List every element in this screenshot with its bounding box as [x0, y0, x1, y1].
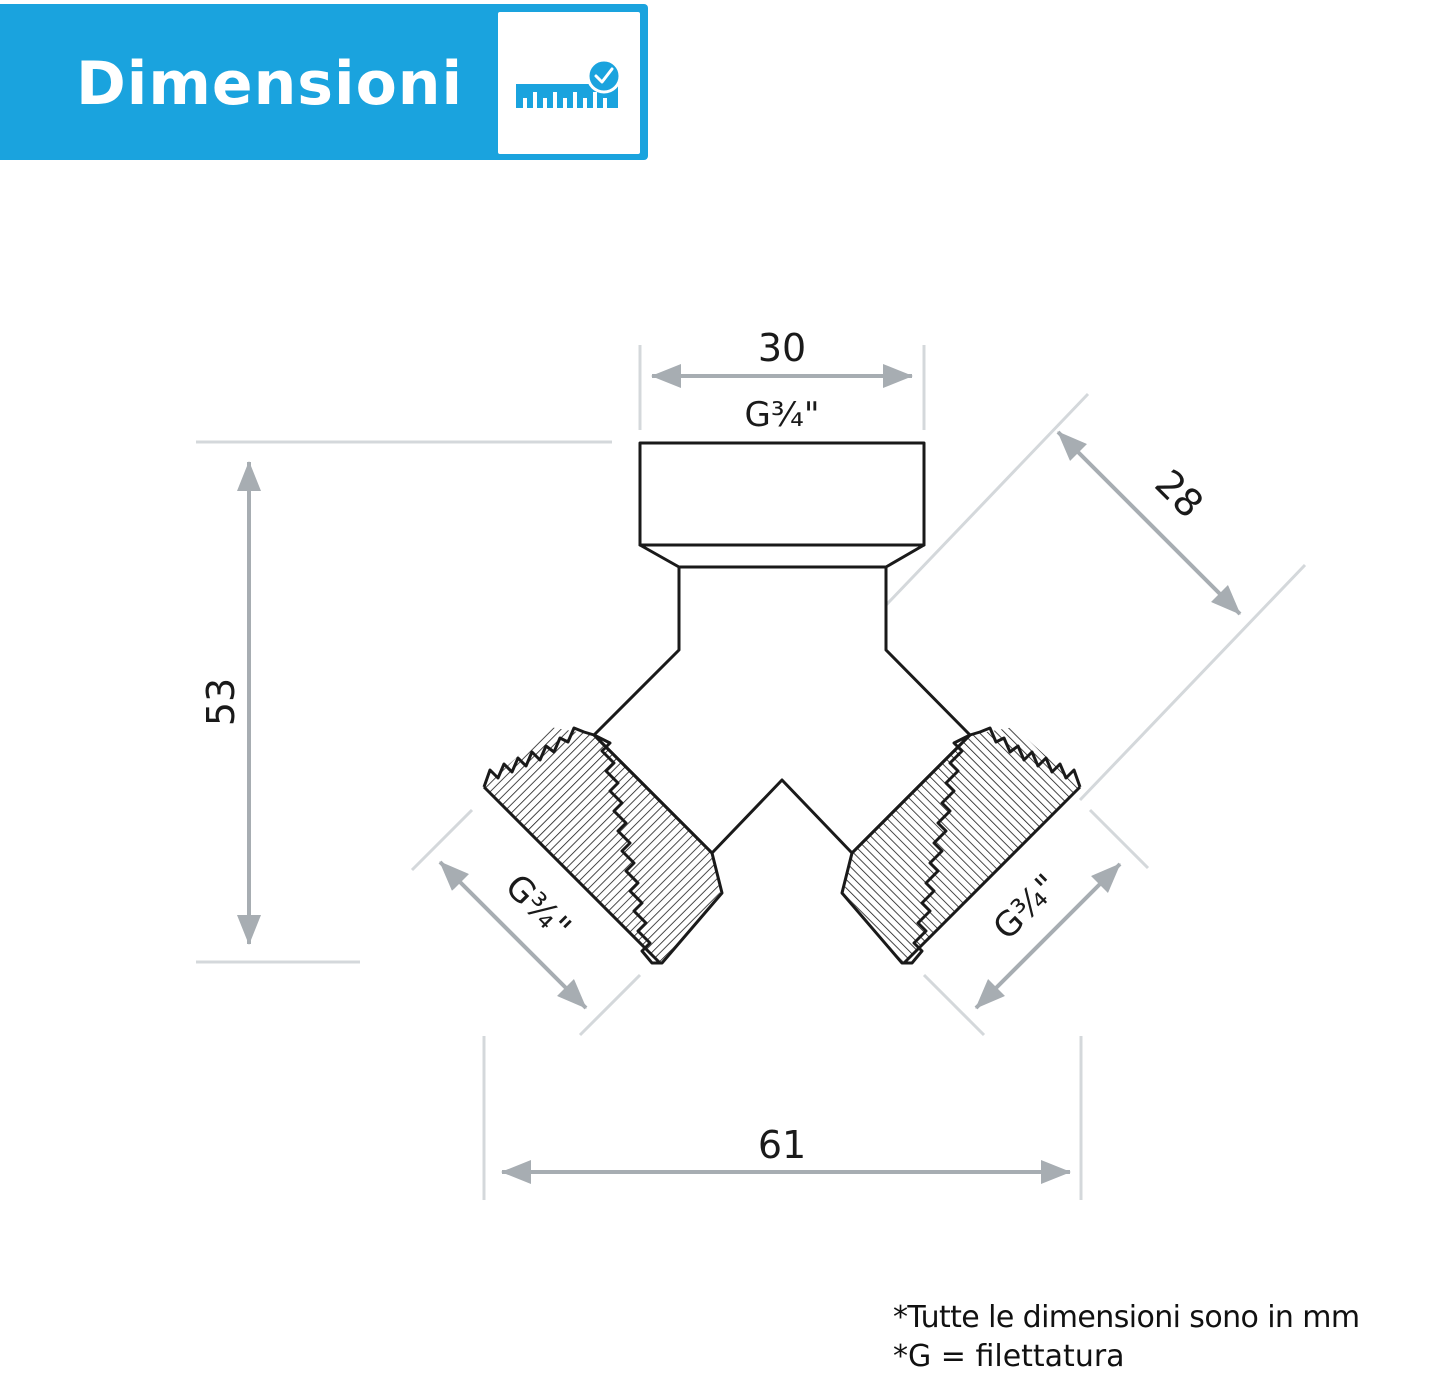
left-threaded-outlet — [482, 726, 724, 965]
fitting-body — [592, 565, 972, 855]
note-thread: *G = filettatura — [893, 1339, 1125, 1374]
dim-line-outlet — [1056, 430, 1242, 616]
page-title: Dimensioni — [76, 49, 464, 119]
dim-label-left-thread: G¾" — [497, 867, 578, 948]
dim-line-left-thread — [438, 860, 588, 1010]
note-units: *Tutte le dimensioni sono in mm — [893, 1300, 1360, 1335]
dim-label-right-thread: G¾" — [986, 867, 1067, 948]
dim-label-top-thread: G¾" — [745, 395, 820, 435]
dim-label-total-width: 61 — [758, 1123, 806, 1167]
top-nut-chamfer — [638, 543, 926, 569]
dim-line-right-thread — [974, 862, 1122, 1010]
top-nut — [638, 441, 926, 547]
dim-label-outlet-length: 28 — [1147, 461, 1212, 526]
extension-lines — [196, 345, 1307, 1200]
header-banner: Dimensioni — [0, 4, 648, 160]
dim-label-top-width: 30 — [758, 326, 806, 370]
ruler-check-icon — [498, 12, 640, 154]
dim-label-height: 53 — [199, 678, 243, 726]
right-threaded-outlet — [840, 726, 1082, 965]
dimension-lines — [237, 364, 1242, 1184]
y-fitting — [482, 441, 1082, 965]
